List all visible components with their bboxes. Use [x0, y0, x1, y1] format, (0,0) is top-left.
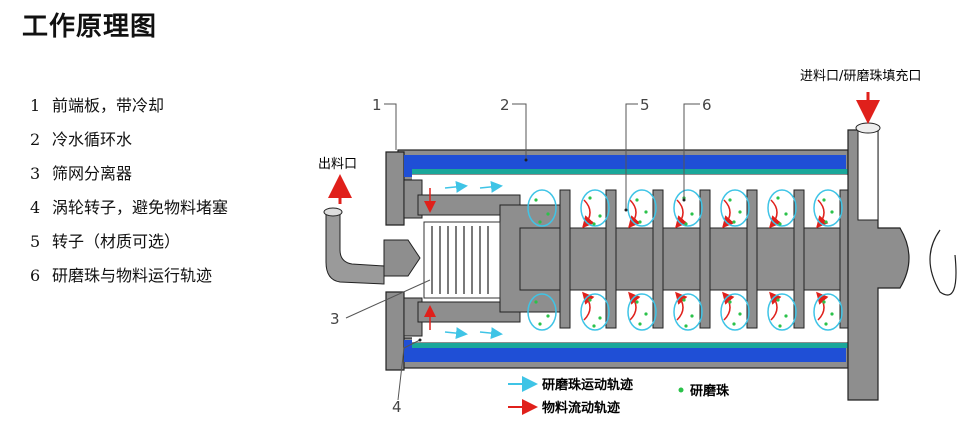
legend-text: 冷水循环水	[52, 130, 133, 149]
component-legend: 1 前端板，带冷却 2 冷水循环水 3 筛网分离器 4 涡轮转子，避免物料堵塞 5 转子（…	[30, 94, 228, 298]
legend-item: 6 研磨珠与物料运行轨迹	[30, 264, 228, 298]
cooling-channel-bottom	[408, 348, 846, 362]
callout-2: 2	[500, 96, 510, 114]
front-plate	[385, 151, 405, 371]
bead-key-icon	[678, 387, 684, 393]
legend-item: 1 前端板，带冷却	[30, 94, 228, 128]
bead-flow-arrows	[444, 180, 843, 340]
front-plate-cooling-bottom	[404, 340, 412, 362]
liner-bottom	[408, 343, 878, 348]
inlet-opening	[855, 122, 881, 134]
callout-4: 4	[392, 398, 402, 416]
legend-item: 5 转子（材质可选）	[30, 230, 228, 264]
rotor-pins	[559, 189, 851, 329]
outlet-nozzle	[383, 239, 421, 277]
cooling-channel-top	[408, 155, 846, 169]
liner-top	[408, 169, 878, 174]
callout-3: 3	[330, 310, 340, 328]
inlet-tube	[857, 129, 879, 221]
callout-1: 1	[372, 96, 382, 114]
material-flow-arrows	[424, 188, 829, 330]
front-plate-cooling	[404, 155, 412, 177]
legend-item: 4 涡轮转子，避免物料堵塞	[30, 196, 228, 230]
inlet-label: 进料口/研磨珠填充口	[800, 68, 921, 84]
legend-number: 5	[30, 232, 41, 251]
callout-points	[418, 158, 686, 342]
legend-item: 2 冷水循环水	[30, 128, 228, 162]
legend-text: 前端板，带冷却	[52, 96, 165, 115]
page-title: 工作原理图	[22, 12, 158, 42]
legend-text: 转子（材质可选）	[52, 232, 181, 251]
callout-6: 6	[702, 96, 712, 114]
legend-item: 3 筛网分离器	[30, 162, 228, 196]
callout-lines	[345, 103, 700, 401]
bead-path-key-label: 研磨珠运动轨迹	[542, 377, 633, 393]
callout-5: 5	[640, 96, 650, 114]
legend-text: 筛网分离器	[52, 164, 133, 183]
legend-number: 4	[30, 198, 41, 217]
screen-bars	[431, 226, 489, 294]
bead-key-label: 研磨珠	[690, 383, 730, 399]
legend-number: 3	[30, 164, 41, 183]
legend-text: 涡轮转子，避免物料堵塞	[52, 198, 229, 217]
rotation-arrow-icon	[929, 229, 957, 296]
grinding-beads	[534, 196, 834, 328]
material-path-key-label: 物料流动轨迹	[542, 400, 620, 416]
legend-number: 1	[30, 96, 41, 115]
legend-number: 2	[30, 130, 41, 149]
legend-number: 6	[30, 266, 41, 285]
outlet-pipe	[325, 211, 385, 285]
outlet-opening	[323, 207, 343, 217]
legend-text: 研磨珠与物料运行轨迹	[52, 266, 213, 285]
outlet-label: 出料口	[318, 157, 357, 172]
